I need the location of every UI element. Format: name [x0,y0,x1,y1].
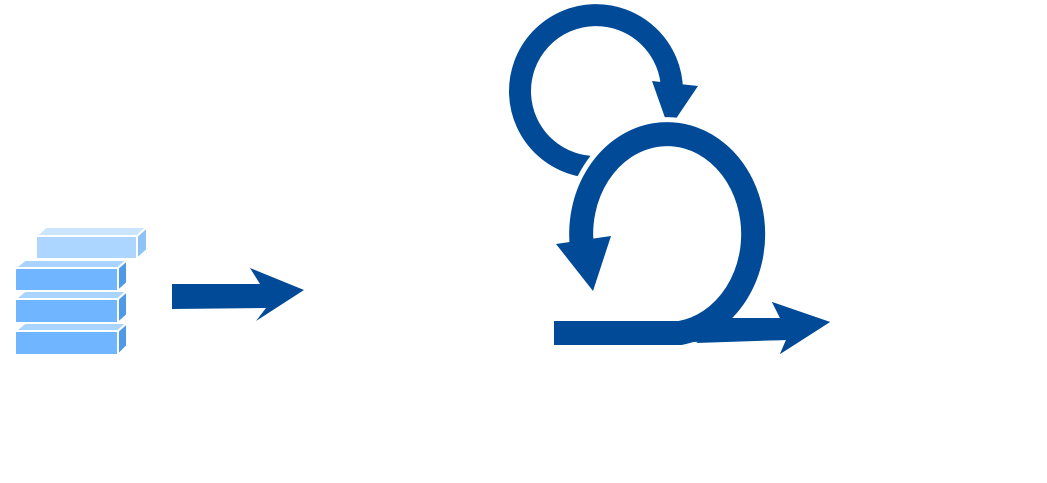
small-loop-icon [509,4,698,179]
output-arrow-icon [696,302,830,354]
input-arrow-icon [172,268,304,321]
backlog-stack-icon [12,224,150,358]
backlog-block-1 [12,257,130,294]
backlog-block-top [33,224,150,262]
backlog-block-2 [12,288,130,326]
backlog-block-3 [12,320,130,358]
